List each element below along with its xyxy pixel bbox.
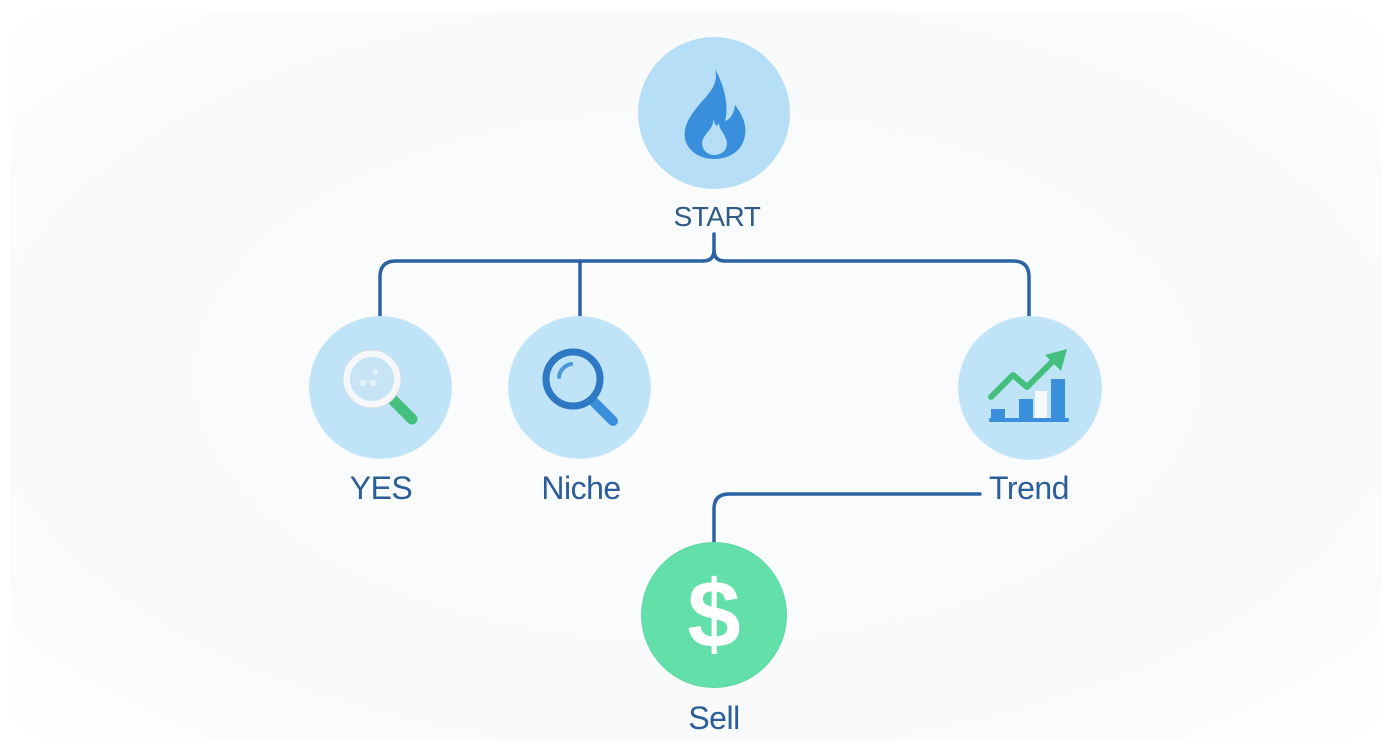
node-yes	[310, 317, 451, 458]
node-trend-label: Trend	[989, 470, 1069, 506]
edge-start-yes	[378, 259, 705, 318]
node-sell: $	[642, 543, 786, 687]
node-trend	[959, 317, 1101, 459]
edge-start-trend	[723, 259, 1031, 318]
node-sell-label: Sell	[688, 700, 740, 736]
magnifier-light-icon	[342, 349, 417, 424]
node-niche	[509, 317, 650, 458]
trend-chart-icon	[988, 349, 1069, 422]
fire-icon	[684, 69, 746, 159]
edge-start-stem	[701, 232, 727, 263]
search-icon	[542, 348, 618, 426]
node-start-label: START	[673, 201, 761, 232]
dollar-icon: $	[687, 567, 740, 663]
node-start	[638, 37, 790, 189]
node-yes-label: YES	[349, 470, 413, 506]
svg-text:$: $	[687, 567, 740, 663]
edge-trend-sell	[712, 492, 982, 545]
node-niche-label: Niche	[541, 470, 621, 506]
